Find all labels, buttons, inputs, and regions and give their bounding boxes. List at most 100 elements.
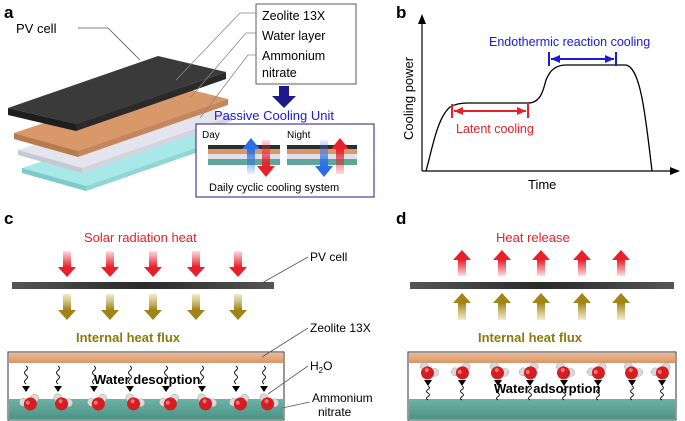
heat-flux-arrows [58,294,247,320]
solar-arrow [229,251,247,277]
heat-flux-arrow-d [493,293,511,320]
heat-release-arrow [573,250,591,276]
panel-b: b Cooling power Time Endothermic reactio… [396,3,680,192]
latent-label: Latent cooling [456,122,534,136]
heat-flux-arrow [58,294,76,320]
water-molecule [87,393,107,411]
legend-box [255,3,357,85]
water-molecule [556,362,575,380]
layer-pv-cell [8,56,226,131]
molecule-pointer [526,380,534,386]
pv-cell-label-c: PV cell [310,250,347,264]
molecule-pointer [424,380,432,386]
adsorption-tether [528,385,532,401]
y-axis-arrowhead [418,14,426,24]
x-axis-arrowhead [670,167,680,175]
solar-arrow [101,251,119,277]
water-molecule [259,393,279,411]
night-blue-down-arrow [315,140,333,177]
heat-flux-label-d: Internal heat flux [478,330,583,345]
water-molecule [19,393,39,411]
legend-nitrate: nitrate [262,66,297,80]
panel-b-letter: b [396,3,406,22]
molecule-pointer [126,386,134,392]
legend-ammonium: Ammonium [262,49,325,63]
heat-flux-arrow [144,294,162,320]
pv-cell-bar-d [410,282,674,289]
adsorption-tether [460,385,464,401]
adsorption-tether [496,385,500,401]
water-molecules-c [19,365,279,411]
molecule-pointer [658,380,666,386]
endothermic-left-head [551,55,560,63]
x-axis-label: Time [528,177,556,192]
panel-d-letter: d [396,209,406,228]
desorption-tether [164,365,168,385]
heat-flux-arrow [101,294,119,320]
molecule-pointer [54,386,62,392]
water-molecule [420,362,439,380]
day-label: Day [202,130,220,141]
y-axis-label: Cooling power [401,56,416,140]
pv-cell-bar [12,282,274,289]
desorption-tether [92,365,96,385]
legend-water: Water layer [262,29,325,43]
ammonium-label-c: Ammonium [312,391,373,405]
desorption-tether [56,365,60,385]
molecule-pointer [162,386,170,392]
desorption-tether [128,365,132,385]
heat-flux-label-c: Internal heat flux [76,330,181,345]
molecule-pointer [594,380,602,386]
panel-c-letter: c [4,209,13,228]
endothermic-label: Endothermic reaction cooling [489,35,650,49]
night-red-up-arrow [331,138,349,174]
desorption-tether [262,365,266,385]
desorption-label: Water desorption [94,372,200,387]
molecule-pointer [560,380,568,386]
navy-down-arrow [272,86,296,108]
heat-release-arrow [493,250,511,276]
nitrate-label-c: nitrate [318,405,352,419]
panel-d: d Heat release Internal heat flux Water … [396,209,677,421]
heat-release-label: Heat release [496,230,570,245]
latent-right-head [517,107,526,115]
water-molecule [624,362,643,380]
heat-flux-arrow-d [453,293,471,320]
molecule-pointer [260,386,268,392]
heat-flux-arrows-d [453,293,630,320]
layer-zeolite [14,83,228,157]
zeolite-leader-c [261,327,309,358]
heat-flux-arrow-d [612,293,630,320]
water-molecule [53,393,73,411]
heat-release-arrow [453,250,471,276]
adsorption-tether [596,385,600,401]
pv-cell-leader-c [261,256,309,284]
solar-arrow [187,251,205,277]
pv-cell-label: PV cell [16,21,57,36]
h2o-label: H2O [310,359,332,375]
solar-arrow [58,251,76,277]
panel-a: a PV cell Zeolite 13X Water layer [4,3,375,198]
panel-a-letter: a [4,3,14,22]
desorption-tether [200,365,204,385]
panel-c: c Solar radiation heat PV cell Internal … [4,209,373,421]
solar-heat-label: Solar radiation heat [84,230,197,245]
heat-release-arrow [532,250,550,276]
latent-left-head [454,107,463,115]
molecule-pointer [90,386,98,392]
molecule-pointer [198,386,206,392]
leader-nitrate [199,54,256,119]
pv-cell-leader [78,27,141,61]
heat-release-arrow [612,250,630,276]
day-blue-up-arrow [242,138,260,174]
adsorption-tether [562,385,566,401]
cooling-power-curve [425,64,653,172]
water-molecule [519,362,539,380]
heat-flux-arrow [229,294,247,320]
molecule-pointer [458,380,466,386]
water-molecule [197,393,217,411]
nitrate-leader-c [281,401,311,409]
water-molecule [451,362,471,380]
daily-cycle-caption: Daily cyclic cooling system [209,182,339,194]
solar-arrow [144,251,162,277]
